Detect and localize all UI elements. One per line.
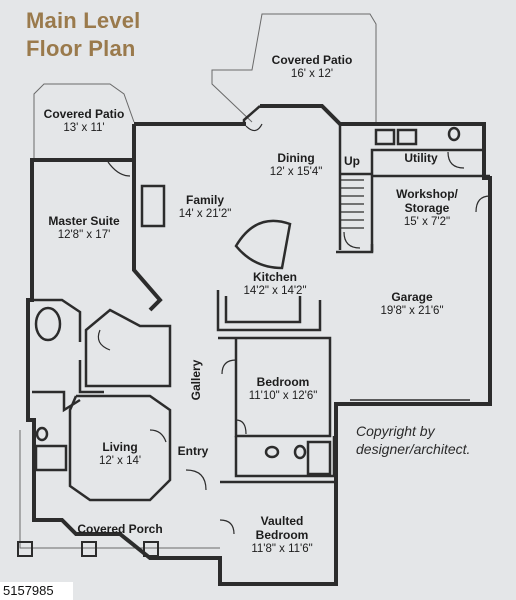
door-swing-entry (185, 469, 207, 491)
room-dims: 11'10" x 12'6" (248, 390, 318, 402)
kitchen-wall (216, 290, 322, 332)
covered-patio-top-outline (211, 13, 377, 124)
dining-bay (242, 105, 261, 124)
hall-tub (306, 440, 332, 476)
door-swing-vaulted (219, 519, 235, 535)
room-utility: Utility (404, 151, 437, 165)
room-dims: 13' x 11' (63, 122, 105, 134)
room-name: Kitchen (252, 270, 298, 284)
listing-id: 5157985 (0, 582, 73, 600)
room-family: Family 14' x 21'2" (179, 193, 232, 221)
room-living: Living 12' x 14' (99, 440, 141, 468)
room-name: Living (102, 440, 138, 454)
room-kitchen: Kitchen 14'2" x 14'2" (243, 270, 306, 298)
room-name: Master Suite (48, 214, 120, 228)
door-swing-hall-bath (235, 419, 247, 435)
room-name: Vaulted (260, 514, 304, 528)
room-name: Workshop/ (396, 187, 458, 201)
copyright-line2: designer/architect. (356, 441, 471, 457)
hall-bath-wall (234, 436, 336, 478)
room-name-2: Storage (404, 201, 450, 215)
master-toilet (35, 426, 49, 442)
master-tub (34, 306, 62, 342)
room-covered-porch: Covered Porch (77, 522, 162, 536)
plan-title-line1: Main Level (26, 8, 141, 33)
master-suite-wall (32, 298, 104, 394)
room-entry: Entry (178, 444, 209, 458)
utility-toilet (447, 126, 461, 142)
hall-toilet (293, 444, 307, 460)
utility-washer (374, 128, 396, 146)
room-dims: 12'8" x 17' (57, 229, 111, 241)
stair-up-label: Up (344, 154, 360, 168)
room-gallery: Gallery (189, 359, 203, 401)
door-swing-living (149, 429, 167, 443)
porch-post-2 (81, 541, 97, 557)
hall-sink (264, 445, 280, 459)
room-bedroom: Bedroom 11'10" x 12'6" (249, 375, 318, 403)
room-name: Entry (177, 444, 209, 458)
door-swing-dining (245, 123, 263, 132)
covered-porch-outline (19, 430, 220, 549)
room-name: Covered Patio (43, 107, 125, 121)
kitchen-counter (224, 296, 302, 324)
bedroom-wall (218, 336, 332, 438)
plan-title-line2: Floor Plan (26, 36, 136, 61)
room-dims: 12' x 15'4" (269, 166, 323, 178)
room-dims: 12' x 14' (98, 455, 142, 467)
kitchen-island (234, 219, 292, 270)
master-closet (84, 308, 172, 388)
room-dims: 14'2" x 14'2" (243, 285, 307, 297)
room-name: Covered Patio (271, 53, 353, 67)
porch-post-1 (17, 541, 33, 557)
room-name-2: Bedroom (255, 528, 309, 542)
room-workshop-storage: Workshop/ Storage 15' x 7'2" (396, 187, 458, 229)
door-swing-workshop (475, 195, 491, 213)
room-name: Dining (277, 151, 315, 165)
door-swing-master-bath (97, 329, 111, 351)
room-name: Family (185, 193, 224, 207)
door-swing-utility (447, 151, 465, 169)
room-covered-patio-top: Covered Patio 16' x 12' (272, 53, 353, 81)
room-master-suite: Master Suite 12'8" x 17' (48, 214, 119, 242)
living-wall (68, 394, 172, 502)
room-name: Garage (391, 290, 433, 304)
room-name: Bedroom (256, 375, 310, 389)
stair-steps (340, 179, 364, 229)
family-room-wall (132, 124, 163, 312)
room-dims: 19'8" x 21'6" (380, 305, 444, 317)
room-dims: 11'8" x 11'6" (251, 543, 313, 555)
door-swing-master-patio (107, 161, 131, 177)
door-swing-stair (343, 231, 361, 249)
room-covered-patio-left: Covered Patio 13' x 11' (44, 107, 125, 135)
porch-post-3 (143, 541, 159, 557)
master-shower (34, 444, 68, 472)
room-name: Utility (404, 151, 438, 165)
fireplace (140, 184, 166, 228)
door-swing-bedroom (221, 359, 237, 375)
covered-patio-left-outline (33, 83, 135, 160)
workshop-wall (370, 174, 490, 252)
room-dims: 16' x 12' (290, 68, 334, 80)
room-vaulted-bedroom: Vaulted Bedroom 11'8" x 11'6" (251, 514, 312, 556)
copyright-line1: Copyright by (356, 423, 435, 439)
exterior-wall-top (26, 104, 492, 586)
room-name: Covered Porch (77, 522, 163, 536)
room-dims: 15' x 7'2" (403, 216, 451, 228)
room-garage: Garage 19'8" x 21'6" (380, 290, 443, 318)
room-dining: Dining 12' x 15'4" (270, 151, 323, 179)
copyright-note: Copyright by designer/architect. (356, 422, 470, 458)
utility-dryer (396, 128, 418, 146)
room-dims: 14' x 21'2" (178, 208, 232, 220)
